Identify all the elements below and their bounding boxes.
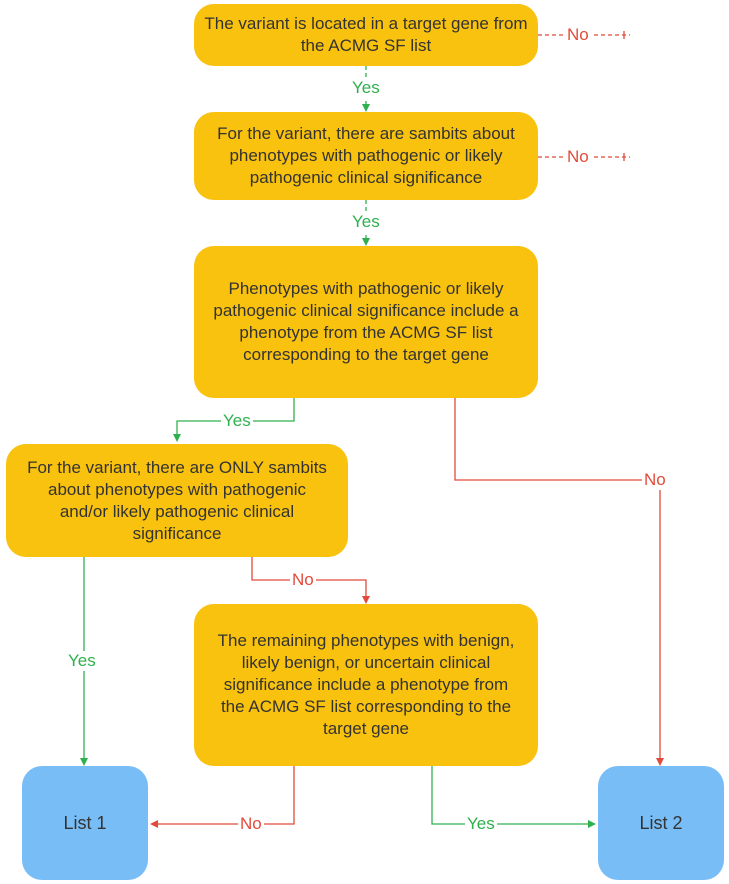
list-1-node[interactable]: List 1 (22, 766, 148, 880)
edge-label-yes: Yes (465, 814, 497, 834)
list-2-label: List 2 (639, 813, 683, 833)
edge-label-yes: Yes (66, 651, 98, 671)
decision-node-text: For the variant, there are ONLY sambits … (27, 457, 327, 543)
edge-label-yes: Yes (350, 78, 382, 98)
edge-label-no: No (290, 570, 316, 590)
decision-node-text: For the variant, there are sambits about… (217, 124, 515, 187)
edge-n5-list2-yes (431, 766, 596, 828)
list-1-label: List 1 (63, 813, 107, 833)
list-2-node[interactable]: List 2 (598, 766, 724, 880)
edge-label-no: No (238, 814, 264, 834)
edge-n5-list1-no (150, 766, 295, 828)
edge-label-yes: Yes (350, 212, 382, 232)
edge-label-no: No (642, 470, 668, 490)
decision-node-text: The variant is located in a target gene … (204, 14, 528, 55)
decision-node-gene-in-list[interactable]: The variant is located in a target gene … (194, 4, 538, 66)
decision-node-remaining-phenotypes[interactable]: The remaining phenotypes with benign, li… (194, 604, 538, 766)
decision-node-text: The remaining phenotypes with benign, li… (217, 631, 515, 738)
edge-n3-list2-no (454, 398, 664, 766)
edge-label-no: No (565, 147, 591, 167)
edge-label-no: No (565, 25, 591, 45)
decision-node-text: Phenotypes with pathogenic or likely pat… (213, 279, 519, 364)
decision-node-sambits-pathogenic[interactable]: For the variant, there are sambits about… (194, 112, 538, 200)
decision-node-phenotype-in-list[interactable]: Phenotypes with pathogenic or likely pat… (194, 246, 538, 398)
edge-label-yes: Yes (221, 411, 253, 431)
decision-node-only-pathogenic-sambits[interactable]: For the variant, there are ONLY sambits … (6, 444, 348, 557)
